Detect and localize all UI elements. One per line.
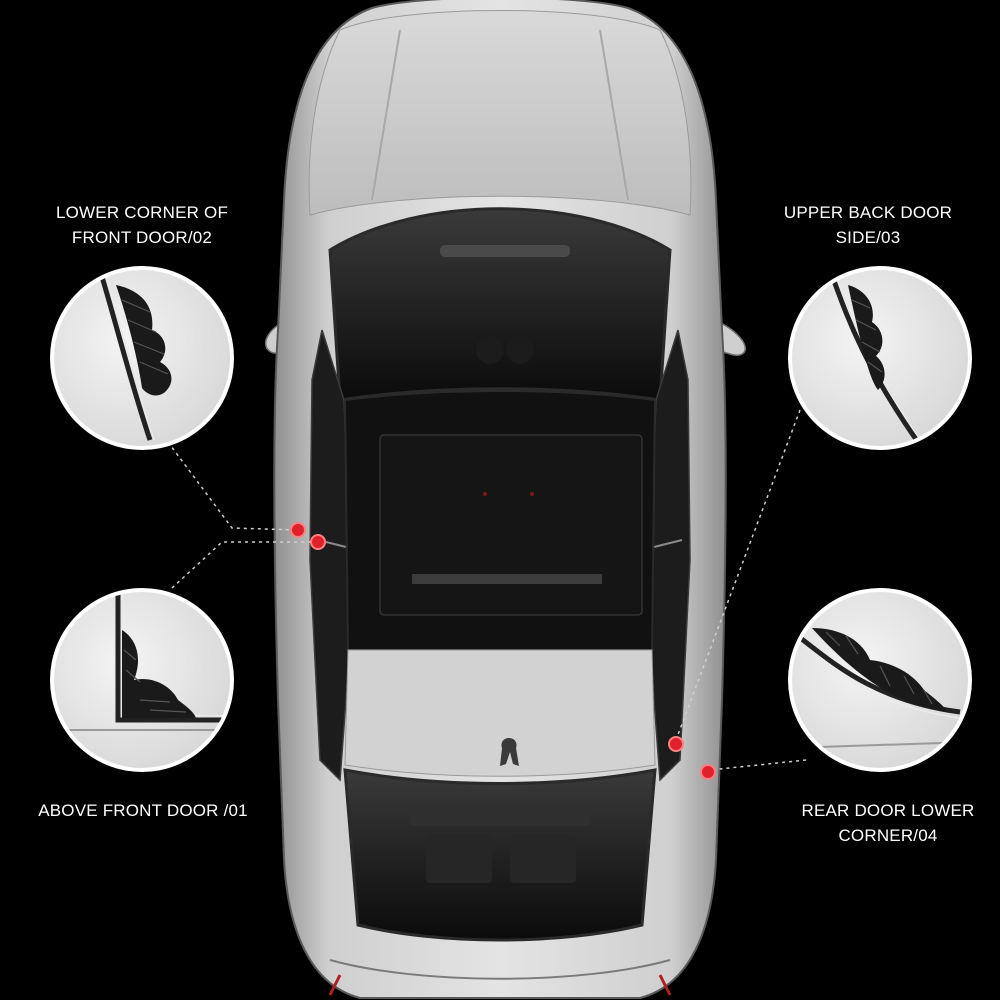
windshield xyxy=(328,207,672,402)
detail-circle-01 xyxy=(50,588,234,772)
label-rear-door-lower-corner: REAR DOOR LOWER CORNER/04 xyxy=(768,798,1000,848)
label-02-line1: LOWER CORNER OF xyxy=(55,203,229,222)
markers xyxy=(290,522,716,780)
detail-circle-04 xyxy=(788,588,972,772)
marker-dot-icon xyxy=(310,534,326,550)
label-02-line2: FRONT DOOR/02 xyxy=(71,228,213,247)
marker-dot-icon xyxy=(668,736,684,752)
label-01-line1: ABOVE FRONT DOOR /01 xyxy=(38,801,248,820)
wing-trim-icon xyxy=(812,628,948,712)
callout-line-04 xyxy=(709,759,807,771)
label-lower-corner-front-door: LOWER CORNER OF FRONT DOOR/02 xyxy=(42,200,242,250)
marker-dot-icon xyxy=(700,764,716,780)
trunk-handle-icon xyxy=(500,738,519,766)
detail-circle-02 xyxy=(50,266,234,450)
car-top-view xyxy=(264,0,746,999)
callout-line-03 xyxy=(675,409,801,741)
trunk-lid xyxy=(344,649,656,777)
label-04-line2: CORNER/04 xyxy=(838,826,938,845)
wing-trim-icon xyxy=(122,630,196,718)
detail-circle-03 xyxy=(788,266,972,450)
label-upper-back-door-side: UPPER BACK DOOR SIDE/03 xyxy=(768,200,968,250)
label-above-front-door: ABOVE FRONT DOOR /01 xyxy=(18,798,268,823)
callout-lines xyxy=(167,409,807,771)
callout-line-02 xyxy=(167,441,299,531)
marker-dot-icon xyxy=(290,522,306,538)
callout-line-01 xyxy=(171,541,318,589)
wing-trim-icon xyxy=(848,285,885,390)
label-04-line1: REAR DOOR LOWER xyxy=(801,801,975,820)
label-03-line1: UPPER BACK DOOR xyxy=(783,203,953,222)
rear-window xyxy=(343,768,657,942)
label-03-line2: SIDE/03 xyxy=(835,228,901,247)
wing-trim-icon xyxy=(116,285,172,396)
hood xyxy=(308,10,692,216)
sunroof xyxy=(379,434,643,616)
